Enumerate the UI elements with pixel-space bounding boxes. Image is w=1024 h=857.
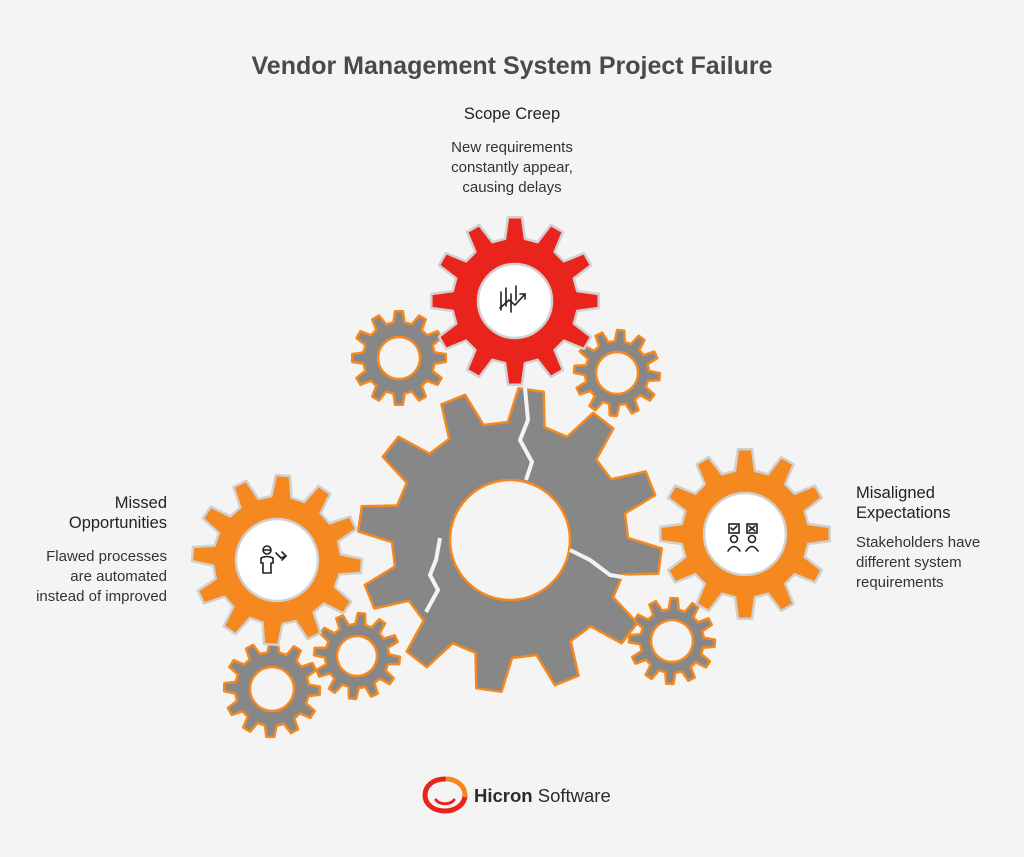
misaligned-desc-line: different system	[856, 554, 962, 571]
small-gray-gear-top-left	[350, 309, 448, 407]
scope-creep-gear-hub	[476, 262, 554, 340]
small-gray-gear-right	[627, 596, 717, 686]
missed-desc-line: are automated	[70, 568, 167, 585]
missed-heading-line: Opportunities	[68, 514, 167, 532]
central-gray-gear	[356, 386, 664, 694]
person-down-arrow-icon	[260, 545, 288, 574]
scope-creep-desc-line: New requirements	[451, 139, 573, 156]
gear-crack	[569, 548, 641, 582]
misaligned-heading-line: Expectations	[856, 504, 951, 522]
misaligned-desc-line: requirements	[856, 574, 944, 591]
missed-heading-line: Missed	[114, 494, 167, 512]
small-gray-gear-top-left-hub	[376, 335, 422, 381]
misaligned-expectations-description: Stakeholders have different system requi…	[856, 533, 1016, 593]
small-gray-gear-top-right-hub	[594, 350, 640, 396]
scope-creep-label: Scope Creep New requirements constantly …	[402, 104, 622, 198]
small-gray-gear-bottom-mid-hub	[335, 634, 379, 678]
chart-growth-icon	[499, 285, 526, 313]
small-gray-gear-bottom-mid	[312, 611, 402, 701]
scope-creep-heading: Scope Creep	[463, 105, 561, 123]
missed-opportunities-description: Flawed processes are automated instead o…	[12, 547, 167, 607]
hicron-logo	[422, 776, 468, 814]
hicron-logo-mark	[422, 776, 468, 814]
scope-creep-gear	[430, 216, 600, 386]
missed-desc-line: Flawed processes	[46, 548, 167, 565]
misaligned-expectations-gear-hub	[702, 491, 788, 577]
scope-creep-desc-line: constantly appear,	[451, 159, 573, 176]
gear-crack	[424, 537, 442, 613]
central-gray-gear-hub	[448, 478, 572, 602]
small-gray-gear-bottom-left-hub	[248, 665, 296, 713]
two-people-check-cross-icon	[727, 523, 759, 552]
misaligned-desc-line: Stakeholders have	[856, 534, 981, 551]
misaligned-expectations-gear	[659, 448, 831, 620]
hicron-wordmark: Hicron Software	[474, 785, 611, 807]
brand-name-regular: Software	[532, 785, 611, 806]
misaligned-expectations-heading: Misaligned Expectations	[856, 483, 1016, 523]
small-gray-gear-top-right	[572, 328, 662, 418]
missed-opportunities-gear	[190, 473, 364, 647]
missed-opportunities-heading: Missed Opportunities	[12, 493, 167, 533]
missed-desc-line: instead of improved	[36, 588, 167, 605]
missed-opportunities-label: Missed Opportunities Flawed processes ar…	[12, 493, 167, 607]
scope-creep-desc-line: causing delays	[462, 179, 562, 196]
page-title: Vendor Management System Project Failure	[251, 52, 773, 80]
scope-creep-description: New requirements constantly appear, caus…	[402, 138, 622, 198]
misaligned-expectations-label: Misaligned Expectations Stakeholders hav…	[856, 483, 1016, 593]
small-gray-gear-bottom-left	[222, 639, 322, 739]
brand-name-bold: Hicron	[474, 785, 533, 806]
misaligned-heading-line: Misaligned	[856, 484, 935, 502]
gear-crack	[517, 387, 535, 481]
missed-opportunities-gear-hub	[234, 517, 320, 603]
small-gray-gear-right-hub	[649, 618, 695, 664]
